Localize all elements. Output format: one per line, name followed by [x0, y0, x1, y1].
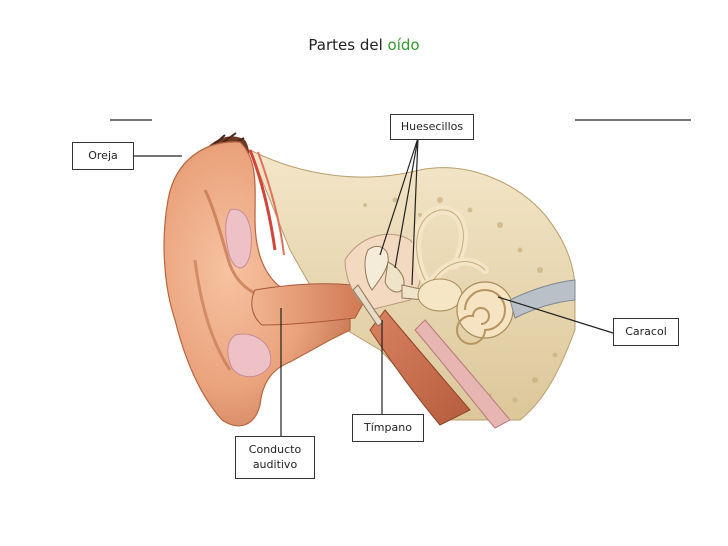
- diagram-title: Partes del oído: [0, 36, 728, 54]
- auricle: [163, 141, 351, 427]
- eustachian-tube: [369, 309, 471, 426]
- auditory-nerve: [509, 279, 576, 319]
- title-highlight: oído: [387, 36, 420, 54]
- title-prefix: Partes del: [308, 36, 383, 54]
- semicircular-canals: [412, 205, 489, 289]
- leader-lines: [134, 137, 614, 436]
- eardrum: [352, 284, 384, 327]
- ear-canal: [251, 283, 366, 326]
- label-oreja: Oreja: [72, 142, 134, 170]
- label-timpano: Tímpano: [352, 414, 424, 442]
- cochlea: [456, 281, 514, 345]
- label-conducto-auditivo: Conducto auditivo: [235, 436, 315, 479]
- label-huesecillos: Huesecillos: [390, 114, 474, 140]
- label-caracol: Caracol: [613, 318, 679, 346]
